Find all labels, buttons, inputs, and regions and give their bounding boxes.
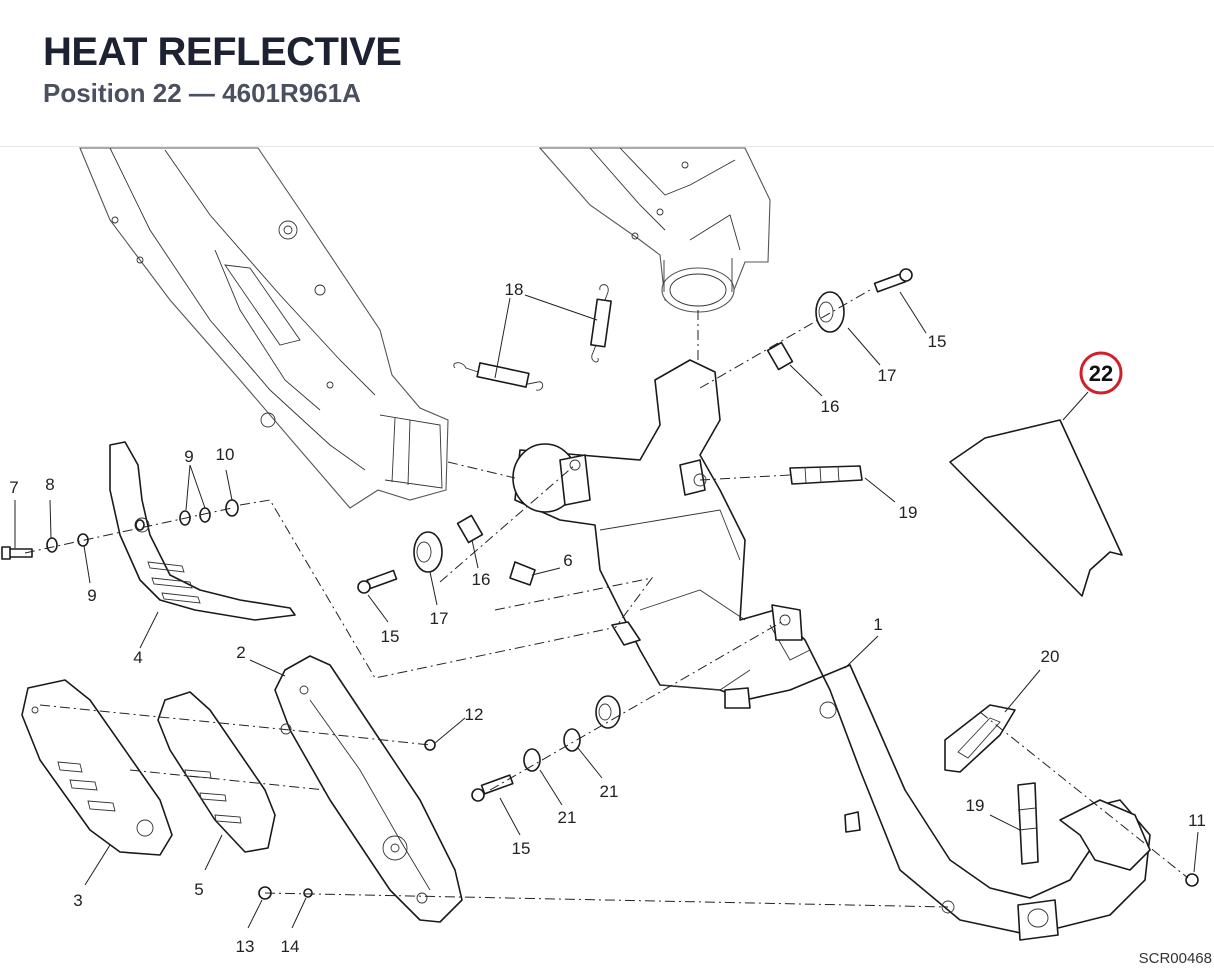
callout-18: 18 bbox=[505, 280, 524, 299]
callout-19-upper: 19 bbox=[899, 503, 918, 522]
callout-11: 11 bbox=[1188, 811, 1206, 830]
callout-9-lower: 9 bbox=[87, 586, 96, 605]
heat-shield-4 bbox=[109, 441, 296, 621]
callout-21-left: 21 bbox=[558, 808, 577, 827]
drawing-code: SCR00468 bbox=[1139, 950, 1212, 967]
hardware bbox=[1, 268, 1199, 900]
callout-13: 13 bbox=[236, 937, 255, 956]
header: HEAT REFLECTIVE Position 22 — 4601R961A bbox=[0, 0, 1214, 147]
assembly-lines bbox=[24, 289, 1189, 908]
callout-22-number: 22 bbox=[1089, 361, 1113, 386]
leader-lines bbox=[14, 291, 1199, 929]
muffler-center bbox=[538, 147, 771, 313]
muffler-left bbox=[79, 147, 449, 509]
callout-12: 12 bbox=[465, 705, 484, 724]
spring-18b bbox=[590, 284, 612, 363]
callout-15-left: 15 bbox=[381, 627, 400, 646]
callout-16-left: 16 bbox=[472, 570, 491, 589]
callout-21-right: 21 bbox=[600, 782, 619, 801]
heat-shield-3 bbox=[21, 679, 173, 856]
callout-6: 6 bbox=[563, 551, 572, 570]
callout-5: 5 bbox=[194, 880, 203, 899]
callout-20: 20 bbox=[1041, 647, 1060, 666]
callout-4: 4 bbox=[133, 648, 142, 667]
callout-9-upper: 9 bbox=[184, 447, 193, 466]
callout-22-badge bbox=[1079, 351, 1123, 395]
callout-labels: 1 2 3 4 5 6 7 8 9 9 10 11 12 13 14 15 15… bbox=[9, 280, 1206, 956]
callout-1: 1 bbox=[873, 615, 882, 634]
heat-shield-2 bbox=[274, 655, 463, 923]
callout-7: 7 bbox=[9, 478, 18, 497]
callout-2: 2 bbox=[236, 643, 245, 662]
callout-3: 3 bbox=[73, 891, 82, 910]
callout-17-right: 17 bbox=[878, 366, 897, 385]
callout-19-lower: 19 bbox=[966, 796, 985, 815]
heat-reflective-part-22[interactable]: 22 bbox=[949, 351, 1123, 597]
page-title: HEAT REFLECTIVE bbox=[43, 30, 402, 74]
callout-17-left: 17 bbox=[430, 609, 449, 628]
heat-shield-5 bbox=[157, 691, 276, 853]
spring-18a bbox=[453, 362, 544, 391]
page-subtitle: Position 22 — 4601R961A bbox=[43, 78, 361, 108]
callout-14: 14 bbox=[281, 937, 300, 956]
callout-16-right: 16 bbox=[821, 397, 840, 416]
callout-15-lower: 15 bbox=[512, 839, 531, 858]
callout-15-right: 15 bbox=[928, 332, 947, 351]
callout-8: 8 bbox=[45, 475, 54, 494]
callout-10: 10 bbox=[216, 445, 235, 464]
